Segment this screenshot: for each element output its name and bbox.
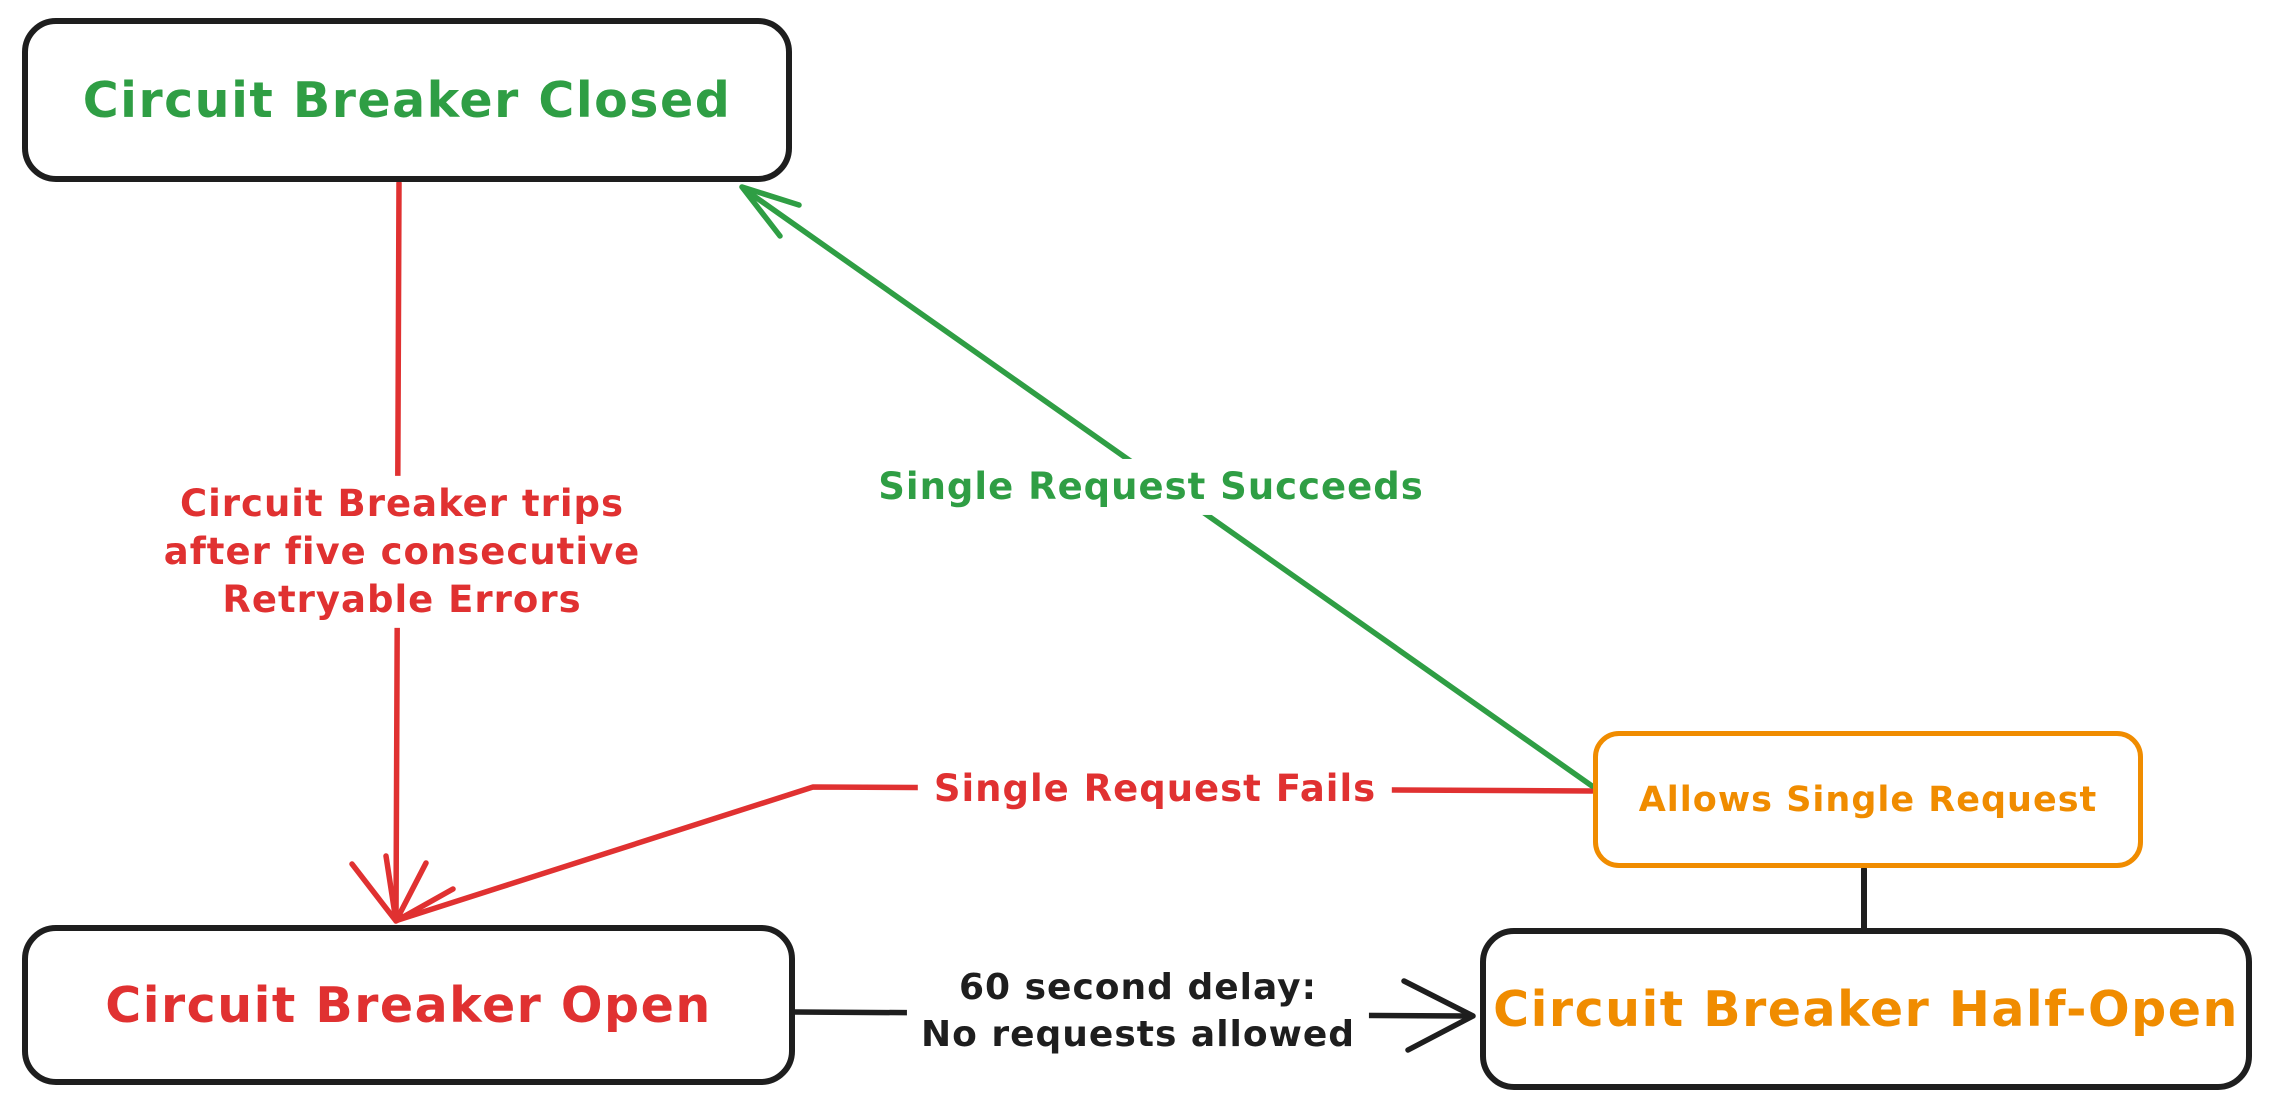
node-circuit-breaker-open: Circuit Breaker Open (22, 925, 795, 1085)
node-circuit-breaker-half-open: Circuit Breaker Half-Open (1480, 928, 2252, 1090)
edge-label-delay: 60 second delay: No requests allowed (906, 963, 1370, 1061)
node-circuit-breaker-closed: Circuit Breaker Closed (22, 18, 792, 182)
edge-label-fails: Single Request Fails (917, 762, 1393, 816)
edge-label-trips: Circuit Breaker trips after five consecu… (147, 475, 657, 629)
edge-label-succeeds: Single Request Succeeds (860, 458, 1442, 516)
node-allows-single-request: Allows Single Request (1593, 731, 2143, 868)
